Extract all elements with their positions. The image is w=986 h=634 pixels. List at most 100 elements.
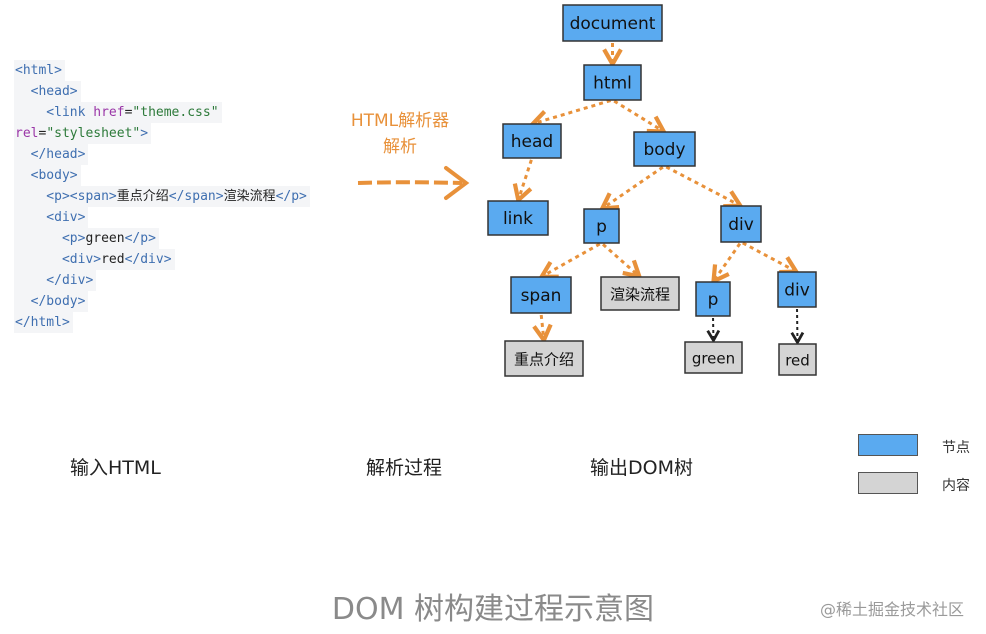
code-token: </div> xyxy=(15,273,94,288)
tree-node-p2: p xyxy=(695,281,731,317)
edge-html-body xyxy=(613,99,662,130)
node-label: span xyxy=(521,286,562,306)
node-label: red xyxy=(785,352,810,370)
node-label: div xyxy=(784,281,810,301)
code-token: red xyxy=(101,252,125,267)
code-token: </p> xyxy=(124,231,156,246)
code-token: </span> xyxy=(168,189,224,204)
legend-content-swatch xyxy=(858,472,918,494)
code-token: href xyxy=(93,105,125,120)
legend-node-label: 节点 xyxy=(942,440,970,456)
node-label: html xyxy=(593,74,632,94)
tree-node-text-green: green xyxy=(684,341,743,374)
code-token: </body> xyxy=(15,294,86,309)
code-token: </p> xyxy=(275,189,307,204)
code-token: <link xyxy=(15,105,94,120)
node-box xyxy=(633,131,696,167)
node-box xyxy=(583,64,642,101)
code-line: rel="stylesheet"> xyxy=(14,123,152,144)
node-label: div xyxy=(728,215,754,235)
edge-body-p1 xyxy=(604,165,664,207)
code-token: green xyxy=(85,231,125,246)
code-line: <head> xyxy=(14,81,81,102)
tree-node-document: document xyxy=(562,4,663,42)
code-line: <div> xyxy=(14,207,89,228)
node-box xyxy=(600,276,680,311)
caption-output: 输出DOM树 xyxy=(590,457,693,479)
code-line: </html> xyxy=(14,312,73,333)
tree-node-text-red: red xyxy=(778,343,817,376)
node-box xyxy=(777,271,817,308)
node-label: 渲染流程 xyxy=(610,286,670,304)
code-token: <head> xyxy=(15,84,78,99)
tree-node-head: head xyxy=(502,123,562,159)
node-box xyxy=(684,341,743,374)
node-box xyxy=(562,4,663,42)
tree-node-body: body xyxy=(633,131,696,167)
node-label: green xyxy=(692,350,735,368)
code-line: <p><span>重点介绍</span>渲染流程</p> xyxy=(14,186,310,207)
node-label: link xyxy=(503,209,533,229)
parser-label-line2: 解析 xyxy=(383,137,417,157)
node-label: head xyxy=(511,132,553,152)
legend-node-swatch xyxy=(858,434,918,456)
code-line: <link href="theme.css" xyxy=(14,102,222,123)
edge-div1-p2 xyxy=(715,242,742,280)
code-line: <p>green</p> xyxy=(14,228,159,249)
edge-body-div1 xyxy=(665,165,738,205)
tree-edges xyxy=(519,43,798,341)
caption-process: 解析过程 xyxy=(366,457,443,479)
figure-title: DOM 树构建过程示意图 xyxy=(331,592,655,627)
code-token: "theme.css" xyxy=(132,105,219,120)
code-token: "stylesheet" xyxy=(46,126,141,141)
code-token: <p><span> xyxy=(15,189,117,204)
tree-node-link: link xyxy=(487,200,549,236)
edge-div1-div2 xyxy=(742,241,795,271)
node-box xyxy=(502,123,562,159)
tree-node-text-render: 渲染流程 xyxy=(600,276,680,311)
tree-node-p1: p xyxy=(583,208,620,244)
node-label: p xyxy=(708,290,719,310)
node-box xyxy=(504,340,584,377)
tree-node-text-intro: 重点介绍 xyxy=(504,340,584,377)
watermark: @稀土掘金技术社区 xyxy=(819,600,964,619)
tree-node-div2: div xyxy=(777,271,817,308)
tree-node-div1: div xyxy=(720,205,762,243)
code-line: </body> xyxy=(14,291,89,312)
edge-span-text-intro xyxy=(541,314,543,338)
node-box xyxy=(720,205,762,243)
code-token: 渲染流程 xyxy=(223,189,276,204)
node-box xyxy=(778,343,817,376)
node-box xyxy=(583,208,620,244)
tree-node-html: html xyxy=(583,64,642,101)
code-token: </div> xyxy=(124,252,172,267)
node-label: document xyxy=(570,14,656,34)
code-token: > xyxy=(140,126,149,141)
parse-arrow: HTML解析器 解析 xyxy=(351,111,470,200)
code-token: <div> xyxy=(15,210,86,225)
node-box xyxy=(487,200,549,236)
code-line: <div>red</div> xyxy=(14,249,175,270)
parser-label-line1: HTML解析器 xyxy=(351,111,449,131)
code-token: </html> xyxy=(15,315,70,330)
edge-p1-span xyxy=(544,242,601,276)
node-label: 重点介绍 xyxy=(514,351,574,369)
code-token: </head> xyxy=(15,147,86,162)
legend-content-label: 内容 xyxy=(942,478,970,494)
edge-html-head xyxy=(535,99,612,124)
code-line: <body> xyxy=(14,165,81,186)
tree-nodes: document html head body link p div span 渲染流程 p div… xyxy=(487,4,817,377)
code-token: rel xyxy=(15,126,39,141)
code-token: <body> xyxy=(15,168,78,183)
code-token: <html> xyxy=(15,63,62,78)
node-label: p xyxy=(596,217,607,237)
code-token: 重点介绍 xyxy=(116,189,169,204)
edge-p1-text-render xyxy=(602,243,638,275)
node-label: body xyxy=(643,140,685,160)
code-token: <div> xyxy=(15,252,102,267)
code-line: <html> xyxy=(14,60,65,81)
edge-head-link xyxy=(519,159,533,198)
code-token: <p> xyxy=(15,231,86,246)
code-line: </head> xyxy=(14,144,89,165)
